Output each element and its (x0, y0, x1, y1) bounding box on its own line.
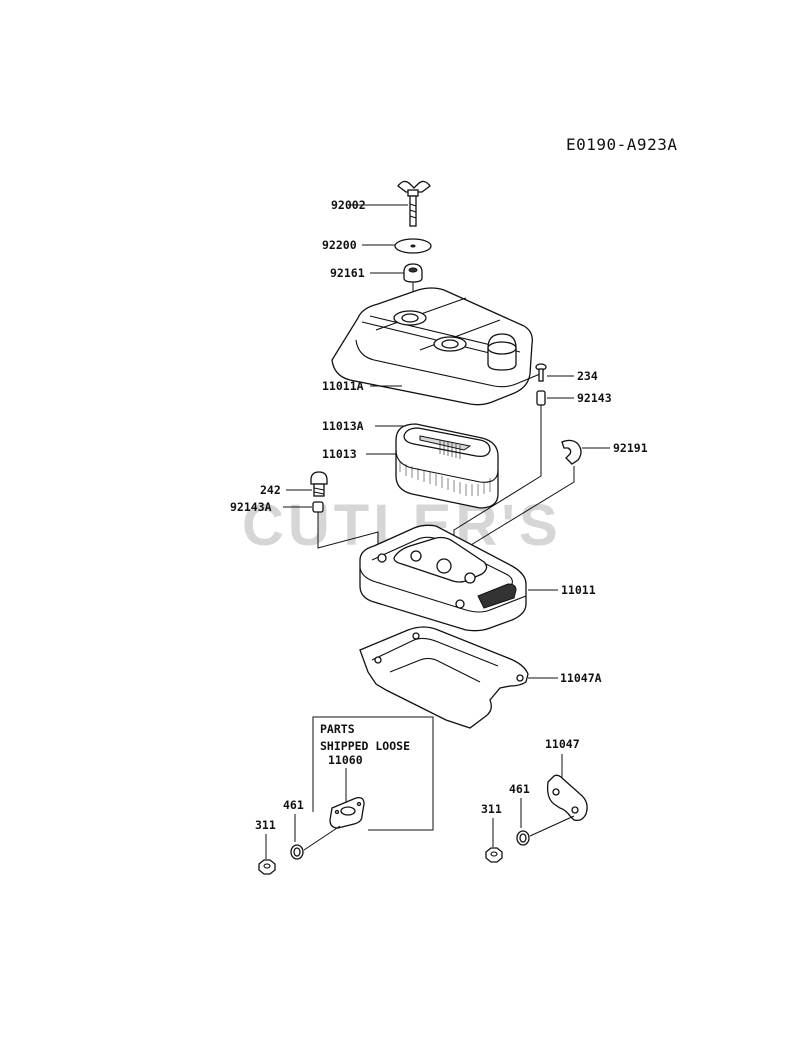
part-11047A-plate (359, 626, 529, 729)
label-461-right: 461 (509, 782, 530, 796)
label-242: 242 (260, 483, 281, 497)
part-92161-grommet (403, 263, 423, 283)
part-92002-wing-bolt (397, 180, 431, 227)
label-11013: 11013 (322, 447, 357, 461)
part-242-bolt (310, 471, 328, 497)
parts-shipped-loose-box: PARTS SHIPPED LOOSE 11060 (312, 716, 434, 831)
part-234-screw (535, 363, 547, 382)
label-11013A: 11013A (322, 419, 364, 433)
part-11011-base (359, 524, 527, 632)
label-92143A: 92143A (230, 500, 272, 514)
label-11047: 11047 (545, 737, 580, 751)
part-92191-breather-tube (561, 439, 582, 465)
part-11011A-cover (331, 287, 541, 406)
part-461-washer-right (516, 830, 530, 846)
part-92143-collar (536, 390, 546, 406)
label-92143: 92143 (577, 391, 612, 405)
label-92002: 92002 (331, 198, 366, 212)
part-11060-gasket (329, 796, 365, 829)
label-11047A: 11047A (560, 671, 602, 685)
box-line-11060: 11060 (328, 753, 363, 767)
label-11011: 11011 (561, 583, 596, 597)
label-92161: 92161 (330, 266, 365, 280)
label-311-right: 311 (481, 802, 502, 816)
label-311-left: 311 (255, 818, 276, 832)
part-92143A-collar (312, 501, 324, 513)
part-461-washer-left (290, 844, 304, 860)
part-311-nut-right (485, 847, 503, 863)
label-11011A: 11011A (322, 379, 364, 393)
part-92200-washer (394, 238, 432, 254)
label-234: 234 (577, 369, 598, 383)
label-461-left: 461 (283, 798, 304, 812)
part-311-nut-left (258, 859, 276, 875)
part-11013-air-filter (395, 423, 499, 509)
diagram-code: E0190-A923A (566, 135, 677, 154)
box-line-shipped-loose: SHIPPED LOOSE (320, 739, 410, 753)
label-92191: 92191 (613, 441, 648, 455)
label-92200: 92200 (322, 238, 357, 252)
box-line-parts: PARTS (320, 722, 355, 736)
part-11047-bracket (546, 774, 588, 822)
